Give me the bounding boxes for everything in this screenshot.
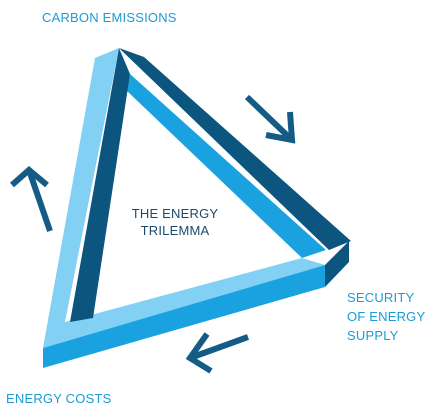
security-of-energy-supply-label: SECURITY OF ENERGY SUPPLY	[347, 288, 425, 345]
center-label-line: THE ENERGY	[131, 206, 219, 221]
left-bar-face	[43, 48, 119, 348]
energy-trilemma-title: THE ENERGY TRILEMMA	[126, 205, 224, 239]
bottom-bar-end-face	[325, 241, 349, 287]
arrow-bottom-left-icon	[185, 332, 250, 374]
security-label-line: SECURITY	[347, 290, 415, 305]
arrow-top-right-icon	[244, 94, 296, 144]
security-label-line: OF ENERGY	[347, 309, 426, 324]
left-bar-inner-face	[70, 48, 130, 322]
energy-costs-label: ENERGY COSTS	[6, 391, 112, 406]
bottom-bar-front-face	[43, 265, 325, 368]
arrow-left-up-icon	[10, 166, 53, 232]
carbon-emissions-label: CARBON EMISSIONS	[42, 10, 177, 25]
right-bar-top-face	[119, 48, 351, 250]
right-bar-inner-face	[127, 74, 326, 258]
security-label-line: SUPPLY	[347, 328, 399, 343]
center-label-line: TRILEMMA	[140, 223, 210, 238]
bottom-bar-top-face	[43, 258, 325, 348]
